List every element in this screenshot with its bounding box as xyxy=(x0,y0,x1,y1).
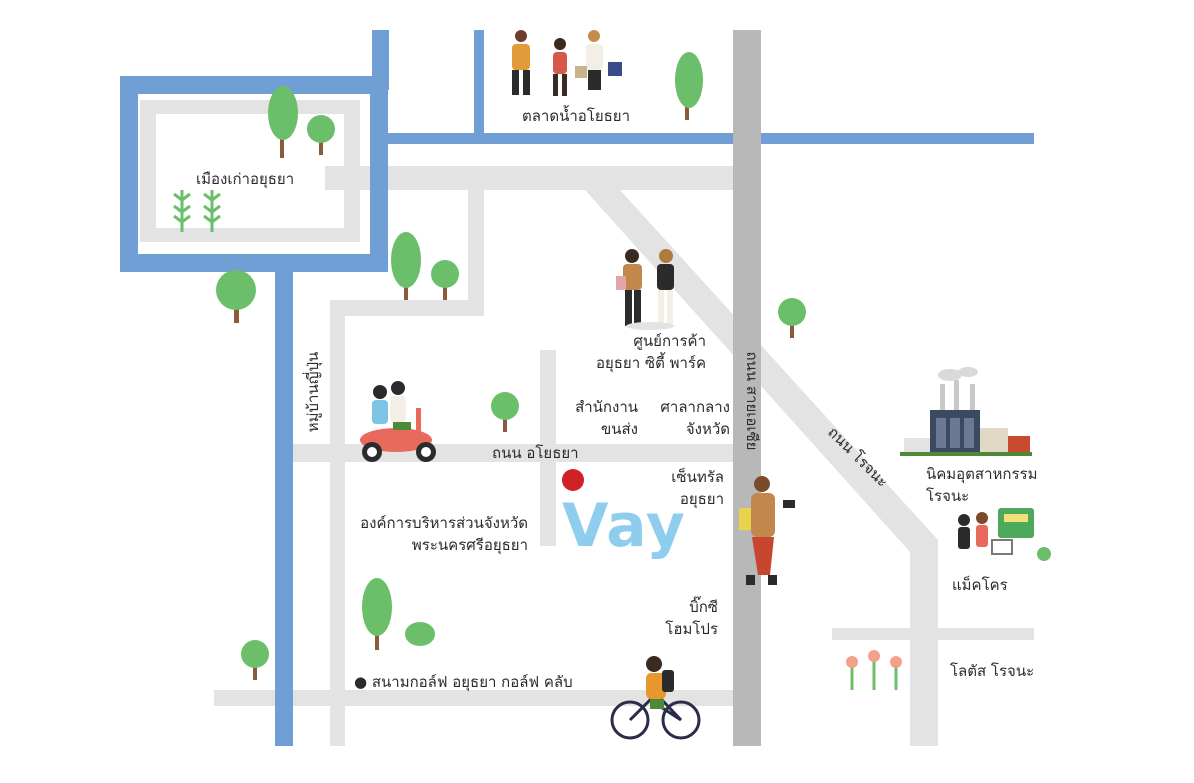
road-city-hall-vertical xyxy=(540,350,556,546)
makro-label: แม็คโคร xyxy=(952,576,1008,594)
tree-icon xyxy=(391,232,421,300)
couple-icon xyxy=(616,249,674,330)
transport-office-label-line2: ขนส่ง xyxy=(601,420,638,438)
road-top-horizontal xyxy=(325,166,735,190)
pin-icon xyxy=(562,469,584,491)
bush-icon xyxy=(405,622,435,646)
central-label: เซ็นทรัล อยุธยา xyxy=(640,466,724,510)
pao-label-line1: องค์การบริหารส่วนจังหวัด xyxy=(360,514,528,532)
tree-icon xyxy=(216,270,256,323)
road-vertical-left xyxy=(468,190,484,310)
central-label-line1: เซ็นทรัล xyxy=(671,468,724,486)
factory-icon xyxy=(900,367,1032,456)
city-hall-label-line1: ศาลากลาง xyxy=(660,398,730,416)
transport-office-label-line1: สำนักงาน xyxy=(575,398,638,416)
industrial-estate-label: นิคมอุตสาหกรรม โรจนะ xyxy=(926,463,1037,507)
ayothaya-road-label: ถนน อโยธยา xyxy=(492,444,579,462)
central-label-line2: อยุธยา xyxy=(679,490,724,508)
city-park-label-line1: ศูนย์การค้า xyxy=(633,332,706,350)
city-hall-label: ศาลากลาง จังหวัด xyxy=(642,396,730,440)
tree-icon xyxy=(778,298,806,338)
japanese-village-label: หมู่บ้านญี่ปุ่น xyxy=(304,351,322,433)
bigc-label: บิ๊กซี โฮมโปร xyxy=(640,596,718,640)
tree-icon xyxy=(241,640,269,680)
canal-north xyxy=(372,30,389,90)
walking-woman-icon xyxy=(739,476,795,585)
tree-icon xyxy=(431,260,459,300)
industrial-estate-label-line1: นิคมอุตสาหกรรม xyxy=(926,465,1038,483)
road-vertical-japanese xyxy=(330,300,345,746)
golf-course-label: ● สนามกอล์ฟ อยุธยา กอล์ฟ คลับ xyxy=(354,673,573,691)
road-golf xyxy=(214,690,734,706)
road-rojana xyxy=(585,190,938,746)
scooter-riders-icon xyxy=(360,381,436,462)
brand-logo: Vay xyxy=(562,491,686,561)
shopping-cart-icon xyxy=(958,508,1051,561)
tree-icon xyxy=(491,392,519,432)
road-horizontal-mid xyxy=(330,300,484,316)
flower-icon xyxy=(846,650,902,690)
tree-icon xyxy=(307,115,335,155)
old-city-label: เมืองเก่าอยุธยา xyxy=(196,170,295,188)
city-park-label: ศูนย์การค้า อยุธยา ซิตี้ พาร์ค xyxy=(560,330,706,374)
floating-market-label: ตลาดน้ำอโยธยา xyxy=(522,107,630,125)
city-park-label-line2: อยุธยา ซิตี้ พาร์ค xyxy=(595,354,706,372)
tree-icon xyxy=(362,578,392,650)
asian-highway-label: ถนน สายเอเซีย xyxy=(743,351,761,451)
canal-japanese xyxy=(275,270,293,746)
city-hall-label-line2: จังหวัด xyxy=(685,420,730,438)
road-lotus xyxy=(832,628,1034,640)
rivers xyxy=(120,30,1034,746)
transport-office-label: สำนักงาน ขนส่ง xyxy=(556,396,638,440)
shoppers-icon xyxy=(512,30,622,96)
trees xyxy=(173,52,806,680)
plant-sprout-icon xyxy=(173,190,221,232)
cyclist-icon xyxy=(610,656,701,740)
bigc-label-line1: บิ๊กซี xyxy=(689,598,718,616)
bigc-label-line2: โฮมโปร xyxy=(665,620,718,638)
canal-east xyxy=(388,133,1034,144)
canal-market xyxy=(474,30,484,135)
pao-label: องค์การบริหารส่วนจังหวัด พระนครศรีอยุธยา xyxy=(300,512,528,556)
lotus-label: โลตัส โรจนะ xyxy=(950,662,1035,680)
tree-icon xyxy=(675,52,703,120)
industrial-estate-label-line2: โรจนะ xyxy=(926,487,970,505)
asian-highway xyxy=(733,30,761,746)
pao-label-line2: พระนครศรีอยุธยา xyxy=(411,536,528,554)
tree-icon xyxy=(268,86,298,158)
